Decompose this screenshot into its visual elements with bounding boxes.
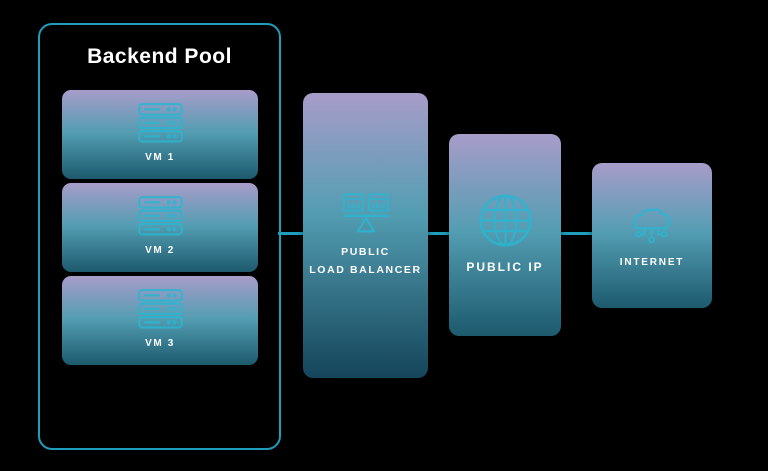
server-rack-icon [137, 102, 183, 143]
internet-node: INTERNET [592, 163, 712, 308]
cloud-network-icon [626, 199, 679, 246]
server-rack-icon [137, 195, 183, 236]
vm-label: VM 1 [145, 151, 175, 163]
public-ip-label: PUBLIC IP [466, 260, 544, 275]
vm-label: VM 3 [145, 337, 175, 349]
backend-pool-container: Backend Pool [38, 23, 281, 450]
public-load-balancer-node: PUBLIC LOAD BALANCER [303, 93, 428, 378]
connector-pool-to-loadbalancer [278, 232, 305, 235]
vm-label: VM 2 [145, 244, 175, 256]
public-ip-node: PUBLIC IP [449, 134, 561, 336]
connector-publicip-to-internet [560, 232, 593, 235]
connector-loadbalancer-to-publicip [427, 232, 450, 235]
load-balancer-label-line2: LOAD BALANCER [309, 263, 422, 276]
server-rack-icon [137, 288, 183, 329]
vm-node-3: VM 3 [62, 276, 258, 365]
load-balancer-label: PUBLIC LOAD BALANCER [309, 244, 421, 279]
load-balancer-label-line1: PUBLIC [341, 246, 390, 259]
internet-label: INTERNET [619, 257, 685, 269]
globe-icon [477, 192, 534, 249]
vm-node-1: VM 1 [62, 90, 258, 179]
backend-pool-title: Backend Pool [87, 45, 232, 68]
load-balancer-scale-icon [342, 192, 390, 235]
vm-node-2: VM 2 [62, 183, 258, 272]
